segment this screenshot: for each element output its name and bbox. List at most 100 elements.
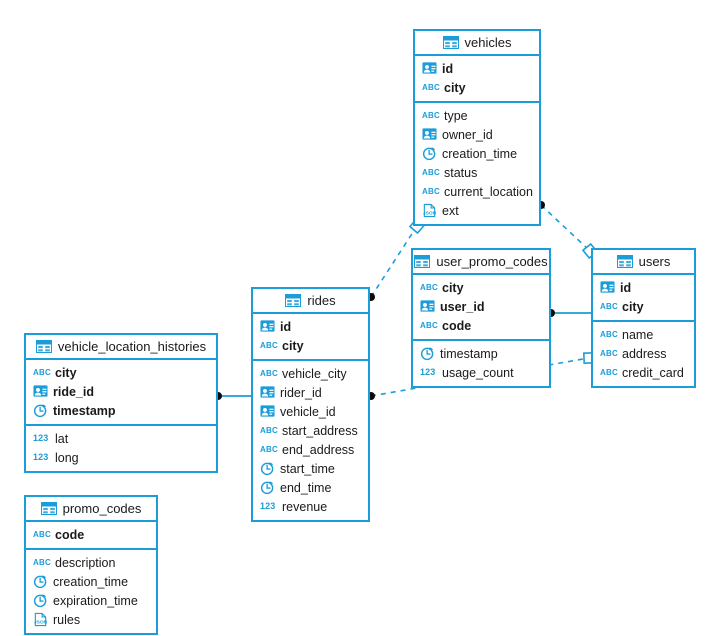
key-id-icon bbox=[422, 128, 437, 140]
field-label: user_id bbox=[440, 299, 485, 314]
field-row[interactable]: id bbox=[593, 278, 694, 297]
field-row[interactable]: creation_time bbox=[415, 144, 539, 163]
field-row[interactable]: ABC address bbox=[593, 344, 694, 363]
abc-icon: ABC bbox=[422, 186, 440, 196]
svg-text:JSON: JSON bbox=[34, 620, 48, 626]
field-row[interactable]: ride_id bbox=[26, 382, 216, 401]
entity-title-vehicles[interactable]: vehicles bbox=[415, 31, 539, 56]
field-label: long bbox=[55, 450, 79, 465]
field-row[interactable]: owner_id bbox=[415, 125, 539, 144]
field-label: creation_time bbox=[442, 146, 518, 161]
field-label: owner_id bbox=[442, 127, 493, 142]
json-icon: JSON bbox=[423, 203, 437, 218]
entity-title-rides[interactable]: rides bbox=[253, 289, 368, 314]
field-label: id bbox=[280, 319, 292, 334]
field-row[interactable]: id bbox=[253, 317, 368, 336]
entity-title-users[interactable]: users bbox=[593, 250, 694, 275]
field-label: name bbox=[622, 327, 654, 342]
field-row[interactable]: id bbox=[415, 59, 539, 78]
field-row[interactable]: expiration_time bbox=[26, 591, 156, 610]
entity-title-promo_codes[interactable]: promo_codes bbox=[26, 497, 156, 522]
relationship-line bbox=[540, 204, 591, 252]
field-label: rules bbox=[53, 612, 81, 627]
clock-icon bbox=[420, 347, 434, 361]
table-icon bbox=[285, 294, 302, 307]
field-label: start_time bbox=[280, 461, 335, 476]
field-label: current_location bbox=[444, 184, 533, 199]
abc-icon: ABC bbox=[600, 367, 618, 377]
field-label: code bbox=[442, 318, 472, 333]
clock-icon bbox=[260, 462, 274, 476]
field-label: code bbox=[55, 527, 85, 542]
relationship-rel-upc-users[interactable] bbox=[547, 309, 591, 317]
entity-title-user_promo_codes[interactable]: user_promo_codes bbox=[413, 250, 549, 275]
relationship-rel-vlh-rides[interactable] bbox=[214, 392, 251, 400]
field-row[interactable]: creation_time bbox=[26, 572, 156, 591]
field-label: status bbox=[444, 165, 478, 180]
field-label: revenue bbox=[282, 499, 328, 514]
abc-icon: ABC bbox=[420, 282, 438, 292]
key-id-icon bbox=[422, 62, 437, 74]
field-row[interactable]: timestamp bbox=[413, 344, 549, 363]
abc-icon: ABC bbox=[600, 348, 618, 358]
key-id-icon bbox=[420, 300, 435, 312]
clock-icon bbox=[260, 481, 274, 495]
entity-name: vehicles bbox=[464, 35, 512, 50]
field-label: type bbox=[444, 108, 468, 123]
field-row[interactable]: ABC start_address bbox=[253, 421, 368, 440]
entity-name: promo_codes bbox=[62, 501, 142, 516]
field-row[interactable]: start_time bbox=[253, 459, 368, 478]
field-row[interactable]: vehicle_id bbox=[253, 402, 368, 421]
field-label: ride_id bbox=[53, 384, 94, 399]
key-id-icon bbox=[260, 386, 275, 398]
field-label: usage_count bbox=[442, 365, 514, 380]
field-label: start_address bbox=[282, 423, 358, 438]
field-row[interactable]: JSON rules bbox=[26, 610, 156, 629]
field-label: vehicle_id bbox=[280, 404, 336, 419]
key-id-icon bbox=[600, 281, 615, 293]
field-label: address bbox=[622, 346, 667, 361]
field-row[interactable]: ABC description bbox=[26, 553, 156, 572]
field-row[interactable]: timestamp bbox=[26, 401, 216, 420]
field-row[interactable]: end_time bbox=[253, 478, 368, 497]
abc-icon: ABC bbox=[260, 425, 278, 435]
field-label: description bbox=[55, 555, 116, 570]
field-row[interactable]: user_id bbox=[413, 297, 549, 316]
field-row[interactable]: ABC status bbox=[415, 163, 539, 182]
entity-title-vehicle_location_histories[interactable]: vehicle_location_histories bbox=[26, 335, 216, 360]
clock-icon bbox=[33, 404, 47, 418]
field-row[interactable]: rider_id bbox=[253, 383, 368, 402]
abc-icon: ABC bbox=[33, 557, 51, 567]
field-row[interactable]: ABC current_location bbox=[415, 182, 539, 201]
svg-text:JSON: JSON bbox=[423, 211, 437, 217]
table-icon bbox=[442, 36, 459, 49]
abc-icon: ABC bbox=[422, 167, 440, 177]
